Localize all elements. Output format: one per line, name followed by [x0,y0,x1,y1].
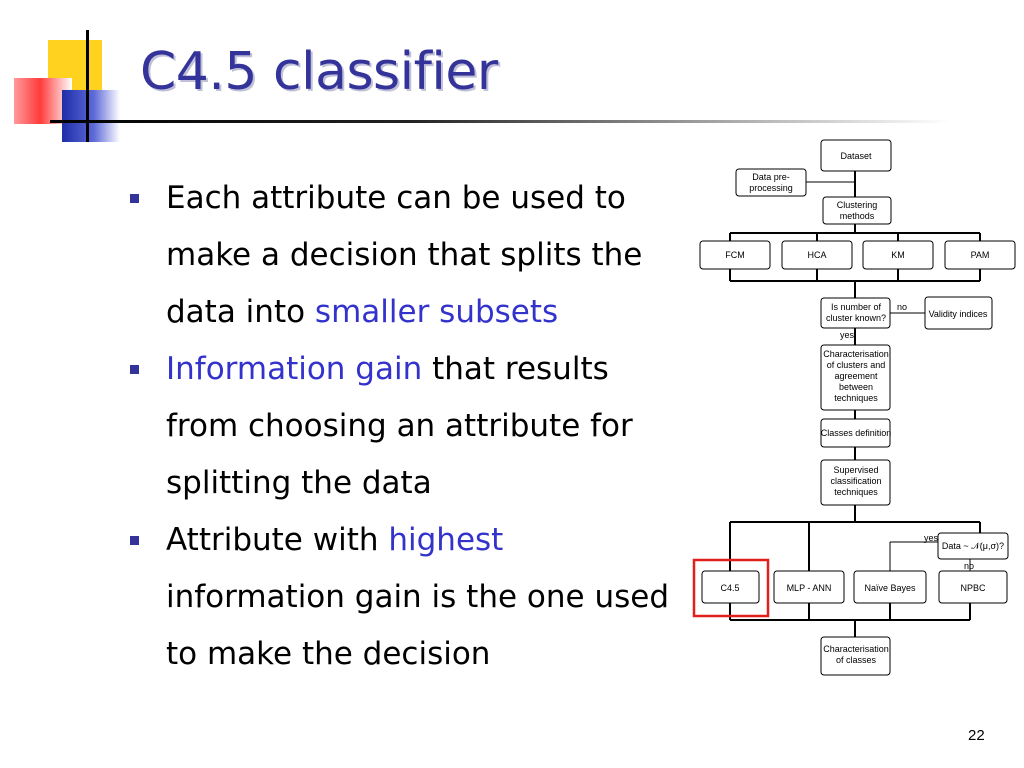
svg-text:of clusters and: of clusters and [827,360,886,370]
svg-text:Clustering: Clustering [837,200,878,210]
flow-label-yes: yes [840,330,855,340]
bullet-square-icon [130,365,139,374]
flow-node-c45: C4.5 [701,570,760,604]
flow-label-yes: yes [924,533,939,543]
flow-node-hca: HCA [781,240,853,270]
flow-node-mlp-ann: MLP - ANN [773,570,845,604]
page-number: 22 [968,727,985,744]
bullet-list: Each attribute can be used to make a dec… [130,170,690,683]
title-underline [50,120,950,123]
svg-text:Dataset: Dataset [840,151,872,161]
bullet-text: information gain is the one used to make… [166,579,669,672]
bullet-item: Information gain that results from choos… [130,341,690,512]
svg-text:Data ~ 𝒩(μ,σ)?: Data ~ 𝒩(μ,σ)? [942,541,1004,551]
bullet-item: Each attribute can be used to make a dec… [130,170,690,341]
svg-text:techniques: techniques [834,487,878,497]
flowchart-diagram: Dataset Data pre- processing Clustering … [692,139,1016,676]
svg-text:Naïve Bayes: Naïve Bayes [864,583,916,593]
logo-blue-square [62,90,120,142]
svg-text:Characterisation: Characterisation [823,349,889,359]
svg-text:methods: methods [840,211,875,221]
svg-text:between: between [839,382,873,392]
c45-highlight-box [692,558,770,618]
flow-node-normality-test: Data ~ 𝒩(μ,σ)? [937,532,1009,560]
svg-text:Data pre-: Data pre- [752,172,790,182]
svg-text:cluster known?: cluster known? [826,313,886,323]
bullet-text: that results from choosing an attribute … [166,351,633,501]
flow-node-npbc: NPBC [938,570,1008,604]
svg-text:NPBC: NPBC [960,583,986,593]
svg-text:classification: classification [830,476,881,486]
svg-text:C4.5: C4.5 [720,583,739,593]
svg-text:Supervised: Supervised [833,465,878,475]
flow-label-no: no [964,561,974,571]
bullet-square-icon [130,536,139,545]
svg-text:agreement: agreement [834,371,878,381]
bullet-text: Each attribute can be used to make a dec… [166,180,643,330]
flow-node-km: KM [862,240,934,270]
bullet-highlight: smaller subsets [314,294,559,330]
flow-node-characterisation-classes: Characterisation of classes [820,636,891,676]
flow-node-supervised-techniques: Supervised classification techniques [820,459,891,506]
svg-text:Characterisation: Characterisation [823,644,889,654]
svg-text:processing: processing [749,183,793,193]
svg-text:Is number of: Is number of [831,302,882,312]
flow-node-fcm: FCM [699,240,771,270]
logo-vertical-line [86,30,89,142]
bullet-item: Attribute with highest information gain … [130,512,690,683]
flow-node-cluster-known: Is number of cluster known? [820,297,891,329]
bullet-square-icon [130,194,139,203]
bullet-text: Attribute with [166,522,389,558]
svg-text:MLP - ANN: MLP - ANN [787,583,832,593]
flow-node-preprocessing: Data pre- processing [735,168,807,197]
svg-text:Validity indices: Validity indices [929,309,988,319]
flow-node-classes-definition: Classes definition [820,418,892,448]
svg-text:Classes definition: Classes definition [821,428,892,438]
flow-node-clustering-methods: Clustering methods [822,196,892,225]
bullet-highlight: highest [388,522,504,558]
flow-label-no: no [897,302,907,312]
svg-text:KM: KM [891,250,905,260]
svg-text:FCM: FCM [725,250,745,260]
flow-node-validity-indices: Validity indices [924,296,993,330]
flow-node-naive-bayes: Naïve Bayes [853,570,927,604]
svg-text:techniques: techniques [834,393,878,403]
slide-logo-decoration [0,0,140,150]
flowchart-connectors [729,171,981,637]
bullet-highlight: Information gain [166,351,423,387]
flow-node-dataset: Dataset [820,139,892,172]
svg-text:HCA: HCA [807,250,826,260]
svg-text:of classes: of classes [836,655,877,665]
svg-text:PAM: PAM [971,250,990,260]
flow-node-pam: PAM [944,240,1016,270]
slide-title: C4.5 classifier [140,42,498,102]
flow-node-characterisation-clusters: Characterisation of clusters and agreeme… [820,344,891,411]
